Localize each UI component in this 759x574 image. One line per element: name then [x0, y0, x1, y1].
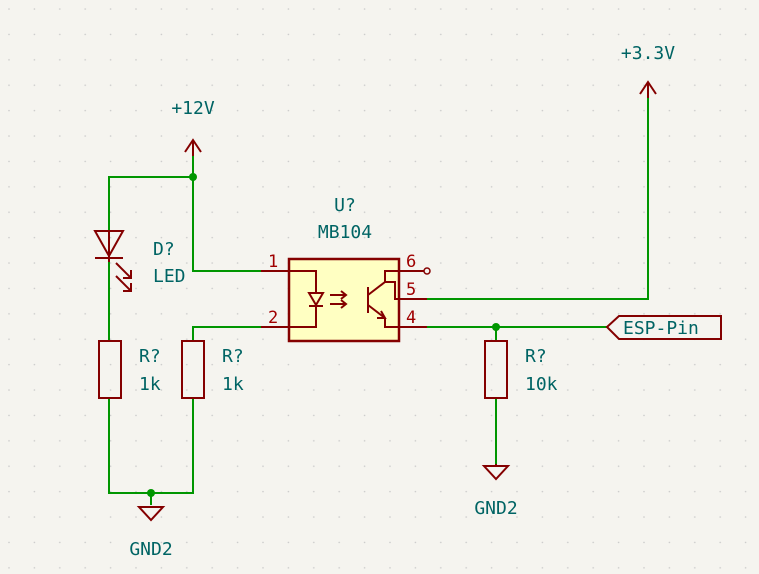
r3-ref: R?	[525, 346, 547, 367]
junction-gnd-left	[147, 489, 155, 497]
r1-value: 1k	[139, 374, 161, 395]
gnd-right-symbol[interactable]: GND2	[474, 464, 518, 519]
pin-number-4: 4	[406, 308, 416, 328]
power-12v-label: +12V	[171, 98, 215, 119]
pin-number-1: 1	[268, 252, 278, 272]
pin-number-6: 6	[406, 252, 416, 272]
r1-ref: R?	[139, 346, 161, 367]
junction-esp	[492, 323, 500, 331]
r2-ref: R?	[222, 346, 244, 367]
gnd-right-label: GND2	[474, 498, 517, 519]
gnd-left-label: GND2	[129, 539, 172, 560]
opto-value: MB104	[318, 222, 372, 243]
wire-pin2-to-r2[interactable]	[192, 326, 289, 341]
led-ref: D?	[153, 239, 175, 260]
resistor-r2[interactable]: R? 1k	[181, 340, 244, 399]
opto-ref: U?	[334, 195, 356, 216]
wire-12v-to-led[interactable]	[108, 140, 194, 231]
esp-pin-label-text: ESP-Pin	[623, 318, 699, 339]
optocoupler-mb104[interactable]: U? MB104 1 2 6 5 4	[261, 195, 431, 343]
led-value: LED	[153, 266, 186, 287]
junction-12v	[189, 173, 197, 181]
r2-value: 1k	[222, 374, 244, 395]
led-symbol[interactable]: D? LED	[93, 230, 186, 292]
opto-body	[287, 257, 401, 343]
esp-pin-label[interactable]: ESP-Pin	[605, 315, 722, 340]
power-12v-symbol[interactable]: +12V	[171, 98, 215, 156]
r3-value: 10k	[525, 374, 558, 395]
power-3v3-label: +3.3V	[621, 43, 675, 64]
pin-number-5: 5	[406, 280, 416, 300]
pin6-nc-mark	[423, 267, 431, 275]
gnd-left-symbol[interactable]: GND2	[129, 506, 173, 560]
power-3v3-symbol[interactable]: +3.3V	[621, 43, 675, 98]
resistor-r1[interactable]: R? 1k	[98, 340, 161, 399]
wire-12v-to-pin1[interactable]	[192, 177, 289, 272]
pin-number-2: 2	[268, 308, 278, 328]
wire-pin5-to-3v3[interactable]	[399, 82, 649, 300]
resistor-r3[interactable]: R? 10k	[484, 340, 558, 399]
